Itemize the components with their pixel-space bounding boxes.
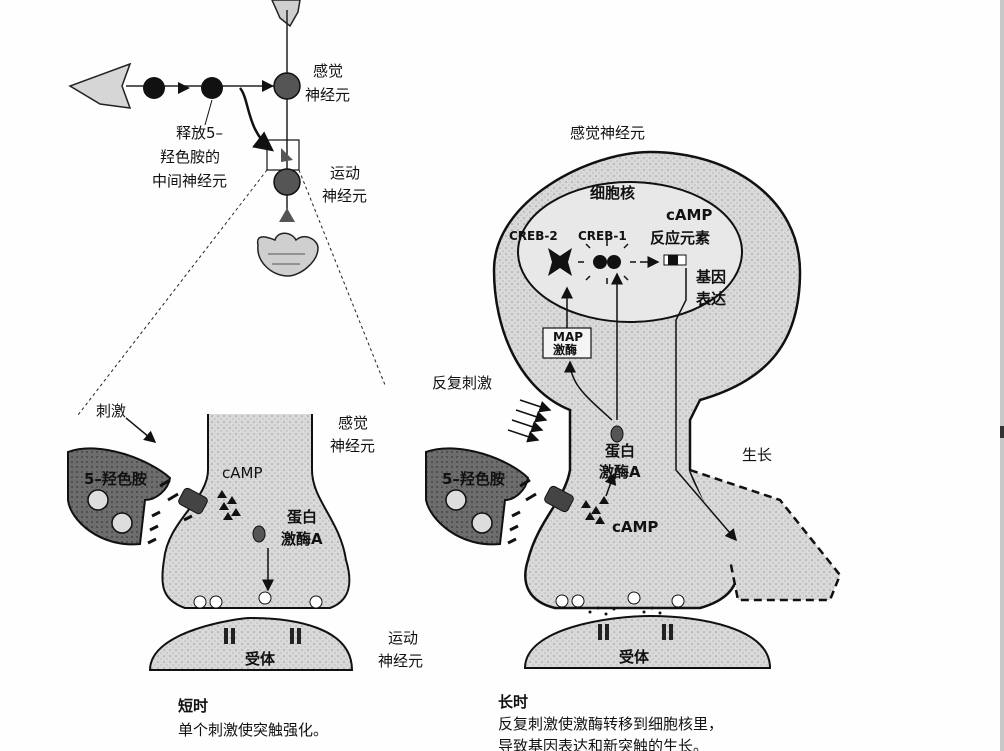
mapk-label-1: MAP	[553, 330, 583, 344]
short-motor-label-1: 运动	[388, 629, 418, 647]
long-vesicle-1	[445, 489, 467, 511]
short-pka-icon	[252, 525, 266, 543]
short-serotonin-label: 5–羟色胺	[84, 470, 147, 488]
repeated-stimulus-label: 反复刺激	[432, 374, 492, 392]
long-term-panel: 感觉神经元 细胞核 CREB-2 CREB-1 cAMP 反应元素 基因 表达 …	[425, 124, 842, 751]
long-pka-label-1: 蛋白	[605, 442, 635, 460]
short-pka-label-2: 激酶A	[281, 530, 323, 548]
short-sensory-terminal-shape	[161, 414, 351, 609]
long-release-vesicles	[555, 591, 685, 608]
short-motor-neuron-shape	[148, 616, 354, 671]
top-sensory-label-2: 神经元	[305, 86, 350, 104]
long-pka-label-2: 激酶A	[599, 463, 641, 481]
creb2-icon	[548, 248, 572, 276]
top-motor-label-2: 神经元	[322, 187, 367, 205]
interneuron-projection	[238, 87, 274, 152]
short-serotonin-dashes	[147, 478, 193, 545]
motor-neuron-body	[273, 168, 301, 196]
top-motor-label-1: 运动	[330, 164, 360, 182]
long-caption-title: 长时	[498, 693, 528, 711]
cre-element-fill	[668, 255, 678, 265]
cre-label-2: 反应元素	[650, 229, 710, 247]
window-edge	[1000, 0, 1004, 751]
creb2-label: CREB-2	[509, 229, 558, 243]
long-camp-label: cAMP	[612, 518, 658, 536]
sensory-dendrite-shape	[271, 0, 301, 28]
tail-skin-shape	[68, 62, 132, 109]
long-postsynaptic-receptors	[598, 624, 673, 640]
short-release-vesicles	[193, 591, 323, 609]
short-pka-label-1: 蛋白	[287, 508, 317, 526]
long-interneuron-shape	[425, 447, 530, 546]
short-interneuron-shape	[67, 447, 172, 546]
synapse-triangle-2	[262, 80, 274, 92]
repeated-stimulus-arrows	[507, 399, 552, 443]
nucleus-label: 细胞核	[590, 184, 635, 202]
growth-label: 生长	[742, 446, 772, 464]
presynaptic-terminal-icon	[281, 148, 293, 162]
long-receptor-5ht	[544, 485, 574, 513]
interneuron-pointer	[204, 99, 213, 126]
long-neurotransmitter-dots	[588, 606, 662, 616]
gene-expression-label-2: 表达	[696, 290, 726, 308]
cre-label-1: cAMP	[666, 206, 712, 224]
neuron-dot-1	[143, 77, 165, 99]
growth-branch-shape	[689, 468, 842, 602]
long-pka-icon	[610, 425, 624, 443]
camp-to-pka-arrow	[604, 472, 617, 497]
short-motor-label-2: 神经元	[378, 652, 423, 670]
pka-to-mapk-arrow	[564, 360, 613, 421]
top-circuit: 感觉 神经元 释放5– 羟色胺的 中间神经元 运动 神经元	[68, 0, 386, 416]
mapk-box	[542, 327, 592, 359]
long-camp-marks	[581, 496, 609, 524]
sensory-neuron-body	[273, 72, 301, 100]
top-sensory-label-1: 感觉	[313, 62, 343, 80]
short-camp-label: cAMP	[222, 464, 263, 482]
short-vesicle-2	[111, 512, 133, 534]
long-caption-text-2: 导致基因表达和新突触的生长。	[498, 737, 708, 751]
short-vesicle-1	[87, 489, 109, 511]
short-receptor-label: 受体	[245, 650, 276, 668]
short-caption-text: 单个刺激使突触强化。	[178, 721, 328, 739]
motor-terminal-icon	[279, 208, 295, 222]
interneuron-label-3: 中间神经元	[152, 172, 227, 190]
short-stimulus-label: 刺激	[96, 402, 126, 420]
short-postsynaptic-receptors	[224, 628, 301, 644]
long-caption-text-1: 反复刺激使激酶转移到细胞核里，	[498, 715, 723, 733]
short-sensory-label-1: 感觉	[338, 414, 368, 432]
gill-shape	[256, 232, 319, 277]
long-serotonin-label: 5–羟色胺	[442, 470, 505, 488]
edge-marker	[1000, 426, 1004, 438]
long-sensory-label: 感觉神经元	[570, 124, 645, 142]
creb1-icon	[578, 240, 636, 284]
mapk-label-2: 激酶	[553, 342, 577, 357]
short-receptor-5ht	[178, 487, 208, 515]
short-term-panel: 刺激 5–羟色胺 cAMP 蛋白 激酶A 感觉 神经元 运动 神经元 受体 短时…	[67, 402, 423, 739]
long-serotonin-dashes	[507, 478, 537, 545]
short-stimulus-arrow	[125, 417, 157, 443]
short-camp-marks	[217, 490, 241, 520]
creb1-label: CREB-1	[578, 229, 627, 243]
interneuron-body	[201, 77, 223, 99]
gene-expression-label-1: 基因	[695, 268, 726, 286]
long-vesicle-2	[471, 512, 493, 534]
interneuron-label-1: 释放5–	[176, 124, 223, 142]
gene-expression-arrow	[675, 268, 737, 542]
long-motor-neuron-shape	[523, 614, 772, 669]
short-caption-title: 短时	[178, 697, 208, 715]
synapse-triangle-1	[178, 82, 190, 94]
interneuron-label-2: 羟色胺的	[160, 148, 220, 166]
zoom-line-left	[77, 169, 268, 416]
short-sensory-label-2: 神经元	[330, 437, 375, 455]
long-receptor-label: 受体	[619, 648, 650, 666]
zoom-line-right	[298, 169, 386, 386]
